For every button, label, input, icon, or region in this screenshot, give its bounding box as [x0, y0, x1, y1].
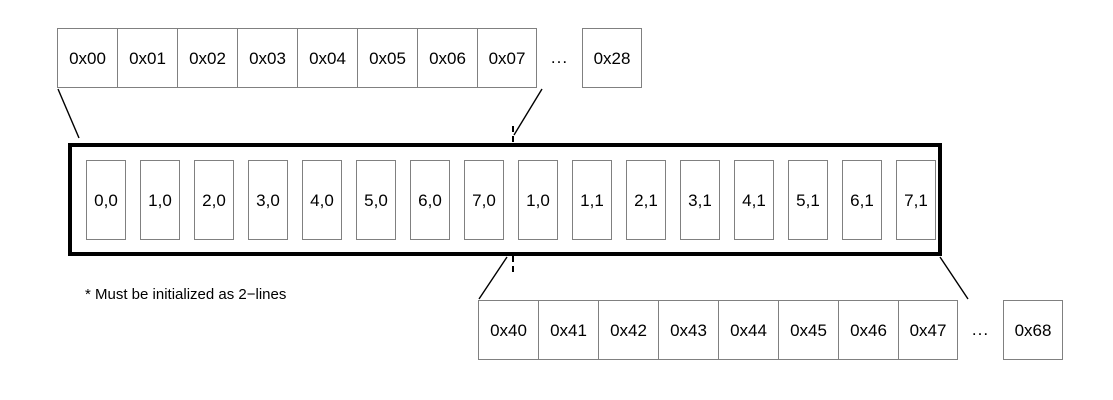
- word-cell: 2,0: [194, 160, 234, 240]
- connector-top-right: [513, 88, 543, 136]
- word-cell: 7,1: [896, 160, 936, 240]
- ellipsis-label: ...: [537, 28, 582, 88]
- word-cell: 6,0: [410, 160, 450, 240]
- word-cell: 3,1: [680, 160, 720, 240]
- two-line-buffer: 0,0 1,0 2,0 3,0 4,0 5,0 6,0 7,0 1,0 1,1 …: [68, 143, 942, 256]
- address-cell: 0x45: [778, 300, 838, 360]
- connector-bottom-left: [478, 256, 508, 300]
- address-cell: 0x46: [838, 300, 898, 360]
- address-cell: 0x00: [57, 28, 117, 88]
- word-cell: 6,1: [842, 160, 882, 240]
- address-cell: 0x05: [357, 28, 417, 88]
- word-cell: 4,0: [302, 160, 342, 240]
- word-cell: 5,0: [356, 160, 396, 240]
- top-address-strip: 0x00 0x01 0x02 0x03 0x04 0x05 0x06 0x07 …: [57, 28, 642, 88]
- address-cell: 0x06: [417, 28, 477, 88]
- word-cell: 1,1: [572, 160, 612, 240]
- word-cell: 3,0: [248, 160, 288, 240]
- address-cell: 0x42: [598, 300, 658, 360]
- connector-top-left: [57, 88, 80, 139]
- address-cell: 0x07: [477, 28, 537, 88]
- ellipsis-label: ...: [958, 300, 1003, 360]
- line-buffer-cells: 0,0 1,0 2,0 3,0 4,0 5,0 6,0 7,0 1,0 1,1 …: [72, 147, 938, 252]
- footnote-text: * Must be initialized as 2−lines: [85, 286, 287, 303]
- address-cell: 0x44: [718, 300, 778, 360]
- word-cell: 0,0: [86, 160, 126, 240]
- word-cell: 5,1: [788, 160, 828, 240]
- address-cell: 0x03: [237, 28, 297, 88]
- word-cell: 7,0: [464, 160, 504, 240]
- word-cell: 1,0: [518, 160, 558, 240]
- address-cell: 0x43: [658, 300, 718, 360]
- address-cell: 0x01: [117, 28, 177, 88]
- address-cell-tail: 0x28: [582, 28, 642, 88]
- bottom-address-strip: 0x40 0x41 0x42 0x43 0x44 0x45 0x46 0x47 …: [478, 300, 1063, 360]
- address-cell: 0x04: [297, 28, 357, 88]
- address-cell: 0x02: [177, 28, 237, 88]
- word-cell: 4,1: [734, 160, 774, 240]
- word-cell: 2,1: [626, 160, 666, 240]
- word-cell: 1,0: [140, 160, 180, 240]
- address-cell: 0x41: [538, 300, 598, 360]
- address-cell-tail: 0x68: [1003, 300, 1063, 360]
- address-cell: 0x40: [478, 300, 538, 360]
- address-cell: 0x47: [898, 300, 958, 360]
- connector-bottom-right: [939, 256, 969, 300]
